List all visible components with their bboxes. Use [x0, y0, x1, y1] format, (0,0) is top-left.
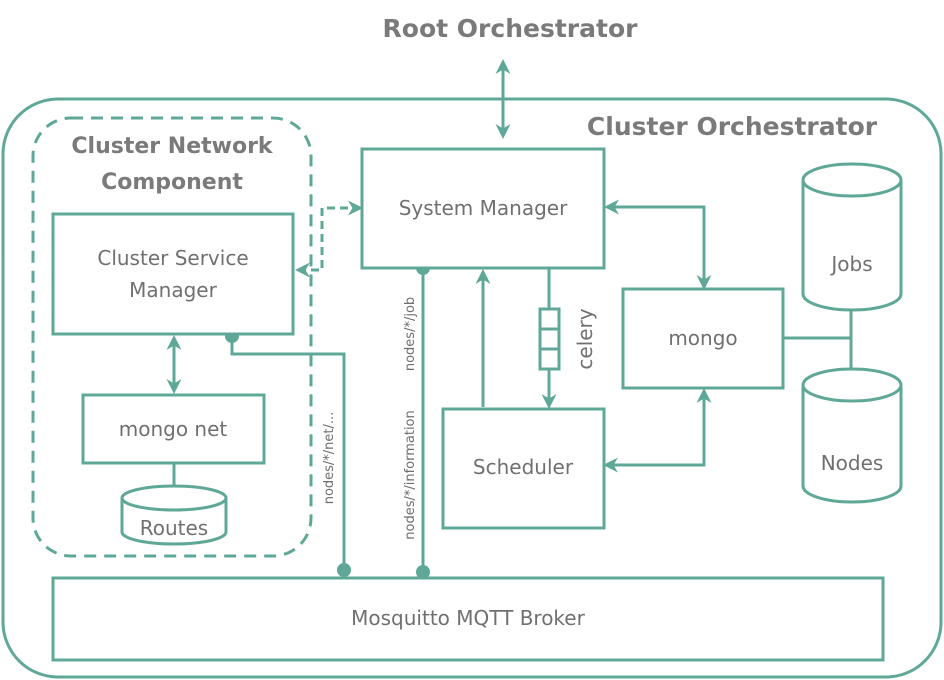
mongo-label: mongo: [668, 326, 737, 350]
information-topic-label: nodes/*/information: [403, 410, 418, 540]
csm-mqtt-line: [230, 336, 346, 571]
celery-queue-icon: [538, 307, 561, 371]
csm-mqtt-dot-bottom: [337, 563, 351, 577]
mqtt-broker-box: [51, 576, 885, 662]
nodes-label: Nodes: [821, 451, 884, 475]
sm-mongo-link: [604, 199, 712, 290]
system-manager-box: [360, 147, 606, 270]
celery-label: celery: [573, 308, 597, 369]
cluster-network-frame: [31, 116, 313, 558]
cluster-service-manager-line1: Cluster Service: [97, 246, 248, 270]
net-topic-label: nodes/*/net/...: [322, 412, 337, 505]
job-topic-label: nodes/*/job: [403, 297, 418, 371]
csm-system-manager-link: [295, 200, 363, 278]
cluster-service-manager-box: [51, 212, 295, 336]
scheduler-label: Scheduler: [473, 455, 574, 479]
jobs-label: Jobs: [829, 252, 872, 276]
routes-label: Routes: [140, 516, 208, 540]
mongo-net-box: [81, 393, 266, 465]
cluster-orchestrator-frame: [1, 97, 943, 679]
mongo-dbs-line: [784, 310, 853, 369]
scheduler-mongo-link: [603, 388, 712, 473]
routes-database-icon: [120, 484, 228, 546]
mqtt-broker-label: Mosquitto MQTT Broker: [351, 606, 585, 630]
cluster-service-manager-line2: Manager: [129, 278, 217, 302]
nodes-database-icon: [801, 367, 903, 504]
sm-mqtt-dot-bottom: [416, 565, 430, 579]
jobs-database-icon: [801, 162, 903, 312]
cluster-network-title-line1: Cluster Network: [71, 134, 274, 159]
scheduler-box: [441, 407, 606, 530]
system-manager-label: System Manager: [399, 196, 568, 220]
root-orchestrator-title: Root Orchestrator: [383, 14, 639, 43]
mongo-box: [621, 287, 785, 390]
mongo-net-label: mongo net: [119, 417, 228, 441]
cluster-network-title-line2: Component: [101, 170, 243, 195]
cluster-orchestrator-title: Cluster Orchestrator: [587, 112, 878, 141]
